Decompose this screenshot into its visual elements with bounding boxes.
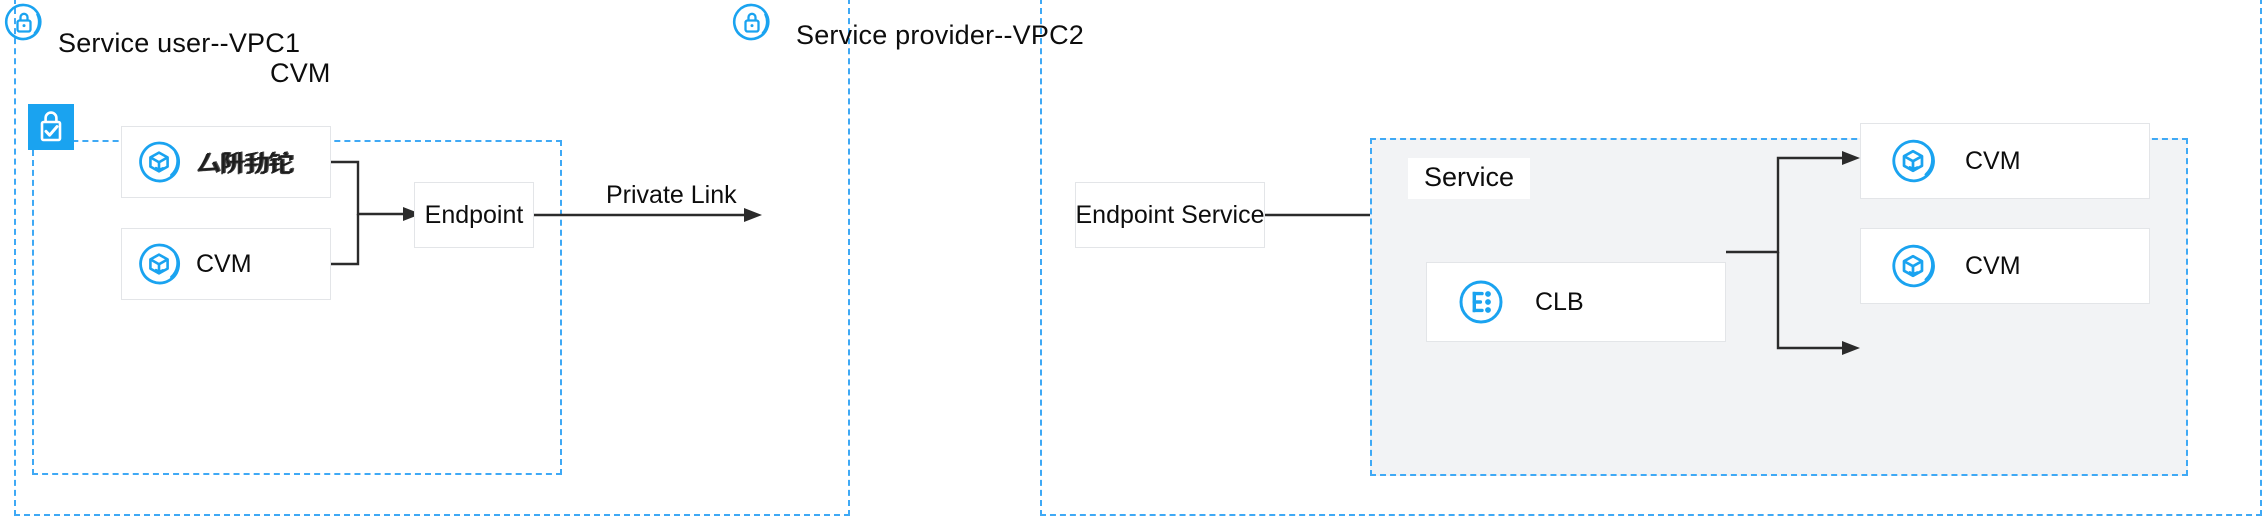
cvm-icon xyxy=(122,241,196,287)
node-user-cvm-1-label: 厶阩劧铊 xyxy=(196,150,293,177)
node-provider-cvm-1-label: CVM xyxy=(1965,146,2021,175)
lock-check-icon xyxy=(28,104,74,150)
vpc1-title: Service user--VPC1 xyxy=(58,28,301,58)
clb-icon xyxy=(1427,276,1535,328)
node-clb-label: CLB xyxy=(1535,287,1584,316)
vpc2-title: Service provider--VPC2 xyxy=(796,20,1084,50)
node-provider-cvm-2[interactable]: CVM xyxy=(1860,228,2150,304)
node-endpoint-service-label: Endpoint Service xyxy=(1075,200,1265,229)
vpc1-boundary xyxy=(14,0,850,516)
lock-circle-icon xyxy=(732,2,772,42)
service-group-label: Service xyxy=(1408,158,1531,199)
cvm-icon xyxy=(1861,137,1965,185)
connector-cvms-to-endpoint xyxy=(331,150,421,280)
node-endpoint-service[interactable]: Endpoint Service xyxy=(1075,182,1265,248)
cvm-icon xyxy=(1861,242,1965,290)
cvm-icon xyxy=(122,139,196,185)
left-subnet-label: CVM xyxy=(270,58,331,88)
node-endpoint[interactable]: Endpoint xyxy=(414,182,534,248)
node-user-cvm-1[interactable]: 厶阩劧铊 xyxy=(121,126,331,198)
vpc2-boundary xyxy=(1040,0,2262,516)
connector-endpoint-to-endpoint-service xyxy=(534,200,762,230)
node-clb[interactable]: CLB xyxy=(1426,262,1726,342)
node-user-cvm-2-label: CVM xyxy=(196,249,252,278)
private-link-label: Private Link xyxy=(606,181,737,209)
node-user-cvm-2[interactable]: CVM xyxy=(121,228,331,300)
node-endpoint-label: Endpoint xyxy=(424,200,524,229)
connector-clb-to-cvms xyxy=(1726,150,1860,355)
node-provider-cvm-1[interactable]: CVM xyxy=(1860,123,2150,199)
node-provider-cvm-2-label: CVM xyxy=(1965,251,2021,280)
lock-circle-icon xyxy=(4,2,44,42)
